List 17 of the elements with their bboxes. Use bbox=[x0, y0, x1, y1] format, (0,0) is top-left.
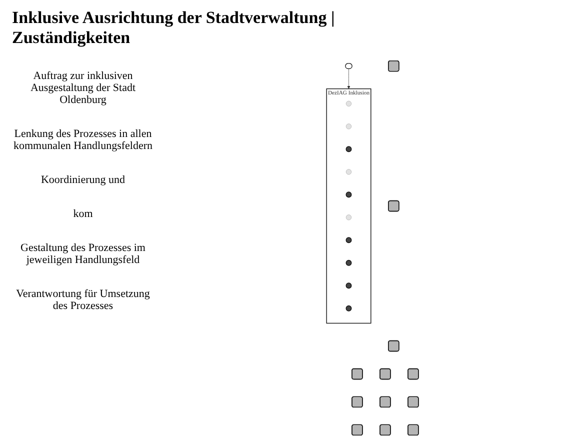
node-circle bbox=[346, 146, 352, 152]
row-label: Gestaltung des Prozesses im jeweiligen Handlungsfeld bbox=[20, 242, 146, 266]
node-circle bbox=[346, 192, 352, 198]
node-circle bbox=[346, 169, 352, 175]
node-circle bbox=[346, 214, 352, 220]
row-label: Lenkung des Prozesses in allen kommunalen Handlungsfeldern bbox=[12, 128, 154, 152]
node-circle bbox=[346, 305, 352, 312]
row-label: Koordinierung und bbox=[40, 174, 126, 186]
node-circle bbox=[346, 260, 352, 266]
slide-title: Inklusive Ausrichtung der Stadtverwaltung | Zuständigkeiten bbox=[12, 8, 336, 48]
node-circle bbox=[346, 282, 352, 289]
row-label: kom bbox=[72, 208, 94, 220]
row-label: Auftrag zur inklusiven Ausgestaltung der Stadt Oldenburg bbox=[29, 70, 137, 106]
node-circle bbox=[346, 237, 352, 244]
row-label: Verantwortung für Umsetzung des Prozesses bbox=[15, 288, 151, 312]
node-circle bbox=[346, 124, 352, 130]
node-circle bbox=[346, 100, 352, 106]
